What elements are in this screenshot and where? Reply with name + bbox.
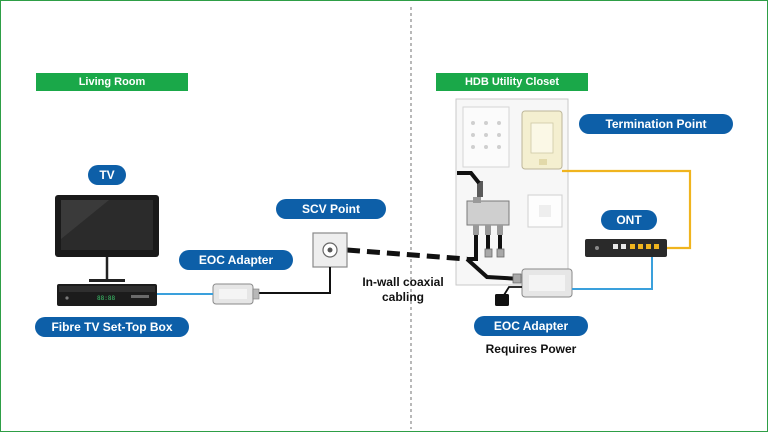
eoc-adapter-left-icon <box>212 283 260 305</box>
fibre-optic-cable <box>562 169 692 250</box>
power-plug-icon <box>495 286 522 306</box>
coax-splitter-icon <box>466 181 510 235</box>
living-room-section-label: Living Room <box>36 73 188 91</box>
tv-icon <box>55 195 159 282</box>
coax-connectors <box>484 248 522 284</box>
eoc-adapter-left-label: EOC Adapter <box>179 250 293 270</box>
in-wall-coax-cable <box>346 247 468 262</box>
svg-text:88:88: 88:88 <box>97 295 115 302</box>
termination-point-label: Termination Point <box>579 114 733 134</box>
ont-label: ONT <box>601 210 657 230</box>
closet-coax-cables <box>457 171 522 281</box>
scv-wall-socket-icon <box>312 232 348 268</box>
in-wall-cabling-line1: In-wall coaxial <box>362 275 444 289</box>
ont-device-icon <box>585 239 667 257</box>
in-wall-cabling-line2: cabling <box>381 290 424 304</box>
eoc-adapter-right-icon <box>521 268 573 298</box>
eoc-adapter-right-label: EOC Adapter <box>474 316 588 336</box>
scv-to-eoc-coax <box>257 267 331 294</box>
in-wall-cabling-caption: In-wall coaxial cabling <box>343 275 463 305</box>
tv-label: TV <box>88 165 126 185</box>
ont-ethernet-cable <box>572 256 653 290</box>
utility-closet-section-label: HDB Utility Closet <box>436 73 588 91</box>
termination-point-box-icon <box>521 110 563 170</box>
set-top-box-icon: 88:88 <box>57 284 157 306</box>
scv-point-label: SCV Point <box>276 199 386 219</box>
requires-power-note: Requires Power <box>485 342 577 356</box>
set-top-box-label: Fibre TV Set-Top Box <box>35 317 189 337</box>
